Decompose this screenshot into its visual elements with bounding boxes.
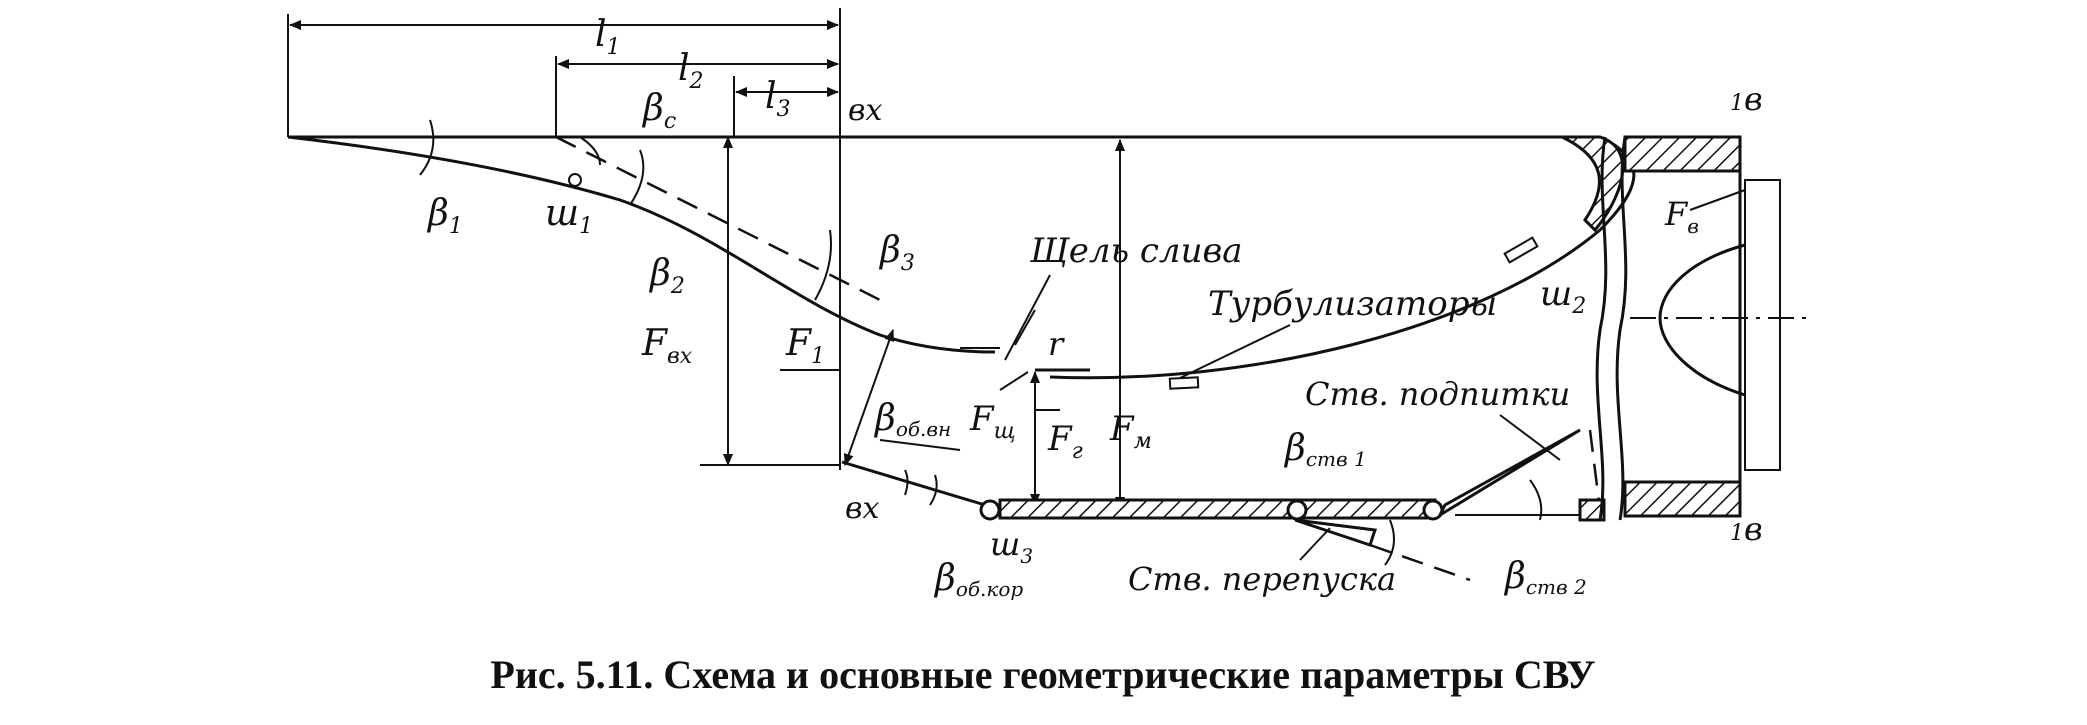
label-F-vx: Fвх bbox=[641, 323, 693, 369]
label-beta-stv1: βств 1 bbox=[1283, 428, 1367, 471]
label-F-m: Fм bbox=[1109, 409, 1152, 454]
label-turbulizers: Турбулизаторы bbox=[1208, 284, 1497, 324]
intake-outline bbox=[287, 119, 1636, 582]
label-F-sh: Fщ bbox=[969, 399, 1016, 444]
label-F-v: Fв bbox=[1664, 195, 1699, 238]
label-bypass-flap: Ств. перепуска bbox=[1128, 560, 1396, 598]
label-vx-bottom: вх bbox=[845, 491, 879, 526]
label-beta-stv2: βств 2 bbox=[1503, 556, 1587, 599]
label-l3: l3 bbox=[765, 76, 791, 122]
label-beta-ob-vn: βоб.вн bbox=[873, 398, 951, 441]
section-view bbox=[1615, 135, 1810, 521]
label-beta-3: β3 bbox=[878, 230, 915, 276]
diagram-labels: l1 l2 l3 вх βc β1 ш1 β2 β3 Щель слива Ту… bbox=[426, 14, 1763, 601]
label-beta-c: βc bbox=[641, 88, 676, 134]
label-sh-3: ш3 bbox=[990, 525, 1033, 568]
label-sh-1: ш1 bbox=[545, 193, 593, 239]
label-section-bottom: 1в bbox=[1730, 510, 1763, 548]
label-beta-ob-kor: βоб.кор bbox=[933, 558, 1023, 601]
dimension-lines bbox=[287, 8, 841, 470]
label-beta-2: β2 bbox=[648, 253, 685, 299]
label-l2: l2 bbox=[678, 48, 704, 94]
label-r: r bbox=[1048, 325, 1065, 363]
label-section-top: 1в bbox=[1730, 80, 1763, 118]
label-F-1: F1 bbox=[785, 323, 825, 369]
label-l1: l1 bbox=[595, 14, 621, 60]
label-sh-2: ш2 bbox=[1540, 274, 1586, 319]
figure-caption: Рис. 5.11. Схема и основные геометрическ… bbox=[490, 652, 1595, 697]
label-slot: Щель слива bbox=[1029, 231, 1243, 271]
label-beta-1: β1 bbox=[426, 193, 463, 239]
label-vx-top: вх bbox=[848, 93, 882, 128]
label-makeup-flap: Ств. подпитки bbox=[1305, 375, 1570, 413]
label-F-r: Fг bbox=[1047, 419, 1083, 464]
